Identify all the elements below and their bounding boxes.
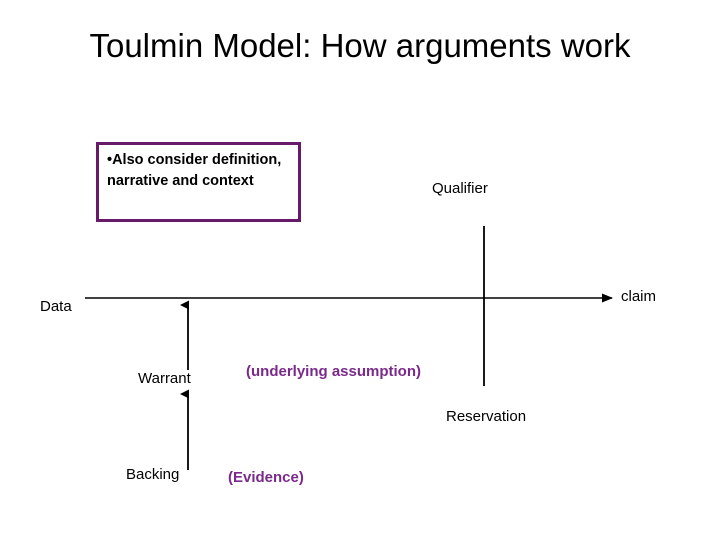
note-callout-text: •Also consider definition, narrative and… [107,152,282,189]
label-data: Data [40,298,72,315]
label-claim: claim [621,288,657,305]
label-qualifier: Qualifier [432,180,488,197]
label-warrant: Warrant [138,370,191,387]
note-callout-box: •Also consider definition, narrative and… [96,142,301,222]
label-backing: Backing [126,466,180,483]
label-reservation: Reservation [446,408,527,425]
label-underlying-assumption: (underlying assumption) [246,363,422,380]
label-evidence: (Evidence) [228,469,304,486]
page-title: Toulmin Model: How arguments work [89,27,631,64]
